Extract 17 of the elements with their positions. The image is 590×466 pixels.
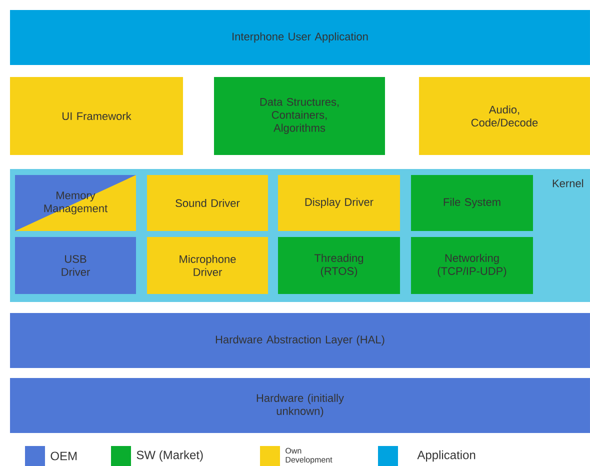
- legend-text: Application: [417, 450, 476, 462]
- component-box: Threading (RTOS): [278, 237, 400, 294]
- component-box: USB Driver: [15, 237, 136, 294]
- component-box: File System: [411, 175, 533, 231]
- layer-bar: Interphone User Application: [10, 10, 590, 65]
- component-box: Data Structures, Containers, Algorithms: [214, 77, 385, 155]
- component-box: Display Driver: [278, 175, 400, 231]
- legend-text: SW (Market): [136, 450, 203, 462]
- component-box: Microphone Driver: [147, 237, 268, 294]
- legend-text: OEM: [50, 452, 77, 460]
- layer-bar: Hardware (initially unknown): [10, 378, 590, 433]
- component-box: UI Framework: [10, 77, 183, 155]
- legend-text: Own Development: [286, 448, 332, 464]
- component-box: Sound Driver: [147, 175, 268, 231]
- component-box: Networking (TCP/IP-UDP): [411, 237, 533, 294]
- component-box: Audio, Code/Decode: [419, 77, 590, 155]
- layer-bar: Hardware Abstraction Layer (HAL): [10, 313, 590, 368]
